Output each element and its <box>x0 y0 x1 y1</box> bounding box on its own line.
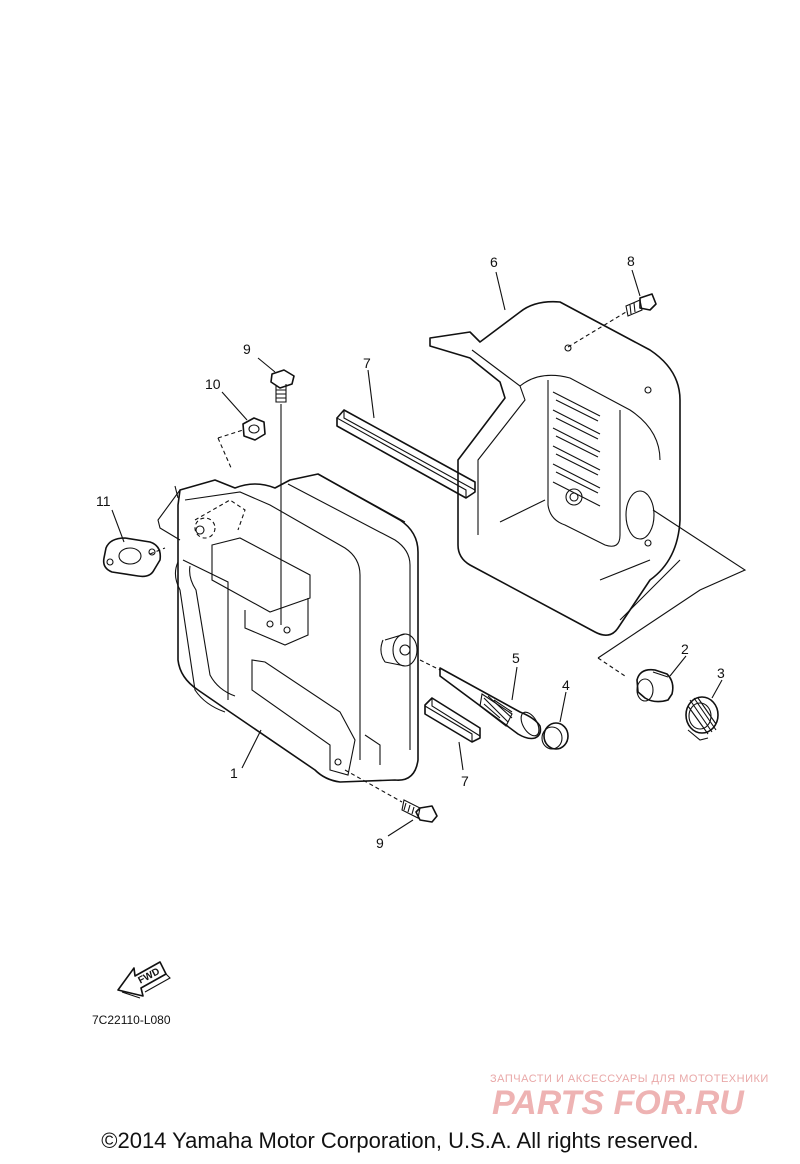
nut <box>217 417 266 471</box>
watermark: ЗАПЧАСТИ И АКСЕССУАРЫ ДЛЯ МОТОТЕХНИКИ PA… <box>490 1073 769 1122</box>
callout-5: 5 <box>512 650 520 666</box>
callout-9-lower: 9 <box>376 835 384 851</box>
callout-9-upper: 9 <box>243 341 251 357</box>
bolt-top-right <box>567 293 657 348</box>
callout-1: 1 <box>230 765 238 781</box>
watermark-brand: PARTS FOR.RU <box>492 1084 745 1122</box>
callout-10: 10 <box>205 376 221 392</box>
callout-6: 6 <box>490 254 498 270</box>
copyright-notice: ©2014 Yamaha Motor Corporation, U.S.A. A… <box>101 1128 699 1153</box>
callout-4: 4 <box>562 677 570 693</box>
grommet <box>597 657 674 703</box>
callout-labels: 1 2 3 4 5 6 7 7 8 9 9 10 11 <box>96 253 725 851</box>
callout-8: 8 <box>627 253 635 269</box>
callout-3: 3 <box>717 665 725 681</box>
alignment-line <box>597 509 747 659</box>
bolt-upper <box>270 369 295 625</box>
diagram-code: 7C22110-L080 <box>92 1013 171 1027</box>
callout-11: 11 <box>96 493 111 509</box>
bolt-lower <box>344 769 438 823</box>
rubber-strip-upper <box>336 409 476 499</box>
fwd-arrow: FWD <box>117 961 171 999</box>
callout-2: 2 <box>681 641 689 657</box>
callout-7-lower: 7 <box>461 773 469 789</box>
muffler-body <box>157 473 419 783</box>
watermark-tagline: ЗАПЧАСТИ И АКСЕССУАРЫ ДЛЯ МОТОТЕХНИКИ <box>490 1073 769 1085</box>
gasket <box>102 537 166 578</box>
rubber-strip-lower <box>424 697 481 743</box>
callout-7-upper: 7 <box>363 355 371 371</box>
heat-shield-cover <box>429 300 681 636</box>
leader-lines <box>111 269 723 837</box>
spark-arrester-screen <box>419 659 542 740</box>
hose-clamp <box>685 696 719 741</box>
cap <box>541 722 569 750</box>
